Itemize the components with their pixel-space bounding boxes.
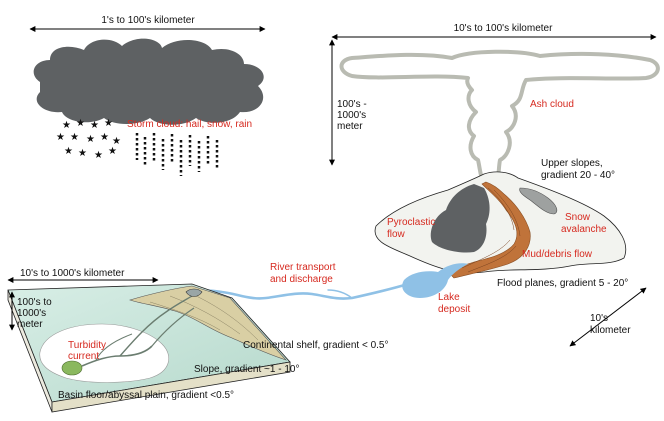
distance-scale-arrow bbox=[569, 287, 647, 347]
snow-line-1: Snow bbox=[565, 212, 591, 223]
continental-shelf-label: Continental shelf, gradient < 0.5° bbox=[243, 340, 389, 351]
svg-text:★: ★ bbox=[56, 132, 65, 143]
svg-text:★: ★ bbox=[70, 132, 79, 143]
svg-text:★: ★ bbox=[86, 134, 95, 145]
basin-depth-line-2: 1000's bbox=[17, 308, 47, 319]
distance-line-2: kilometer bbox=[590, 325, 631, 336]
basin-side-face bbox=[51, 361, 291, 413]
turbidity-line-2: current bbox=[68, 351, 100, 362]
pyroclastic-line-2: flow bbox=[387, 229, 405, 240]
lake-line-2: deposit bbox=[438, 304, 471, 315]
svg-text:★: ★ bbox=[108, 146, 117, 157]
svg-text:★: ★ bbox=[78, 148, 87, 159]
pyroclastic-flow bbox=[430, 184, 490, 253]
basin-depth-line-3: meter bbox=[17, 319, 43, 330]
height-scale-line-3: meter bbox=[337, 121, 363, 132]
svg-text:★: ★ bbox=[76, 118, 85, 129]
lake-line-1: Lake bbox=[438, 292, 460, 303]
hail-icon: ★★★★ ★★★★★ ★★★★ bbox=[56, 118, 121, 161]
height-scale-line-2: 1000's bbox=[337, 110, 367, 121]
mud-debris-flow bbox=[447, 181, 531, 279]
river-line-2: and discharge bbox=[270, 274, 333, 285]
mud-flow-texture bbox=[461, 187, 521, 273]
ash-cloud-label: Ash cloud bbox=[530, 99, 574, 110]
storm-cloud-label: Storm cloud: hail, snow, rain bbox=[127, 119, 253, 130]
basin-width-label: 10's to 1000's kilometer bbox=[20, 268, 125, 279]
svg-text:★: ★ bbox=[112, 136, 121, 147]
storm-cloud bbox=[33, 38, 264, 125]
ash-cloud bbox=[339, 49, 660, 186]
svg-text:★: ★ bbox=[64, 146, 73, 157]
snow-avalanche bbox=[519, 187, 558, 215]
lake-deposit bbox=[402, 263, 468, 298]
flood-planes-label: Flood planes, gradient 5 - 20° bbox=[497, 278, 629, 289]
river-channel bbox=[190, 282, 410, 300]
rain-icon bbox=[135, 133, 219, 176]
distance-line-1: 10's bbox=[590, 313, 609, 324]
ash-scale-label: 10's to 100's kilometer bbox=[453, 23, 553, 34]
svg-text:★: ★ bbox=[62, 120, 71, 131]
mud-debris-label: Mud/debris flow bbox=[522, 249, 593, 260]
pyroclastic-line-1: Pyroclastic bbox=[387, 217, 436, 228]
river-line-1: River transport bbox=[270, 262, 336, 273]
svg-text:★: ★ bbox=[94, 150, 103, 161]
basin-depth-line-1: 100's to bbox=[17, 297, 52, 308]
river-tributary bbox=[327, 289, 353, 299]
height-scale-line-1: 100's - bbox=[337, 99, 367, 110]
svg-text:★: ★ bbox=[100, 132, 109, 143]
turbidity-current bbox=[61, 291, 199, 376]
svg-text:★: ★ bbox=[104, 118, 113, 129]
upper-slopes-line-1: Upper slopes, bbox=[541, 158, 603, 169]
land-slope bbox=[129, 285, 287, 361]
upper-slopes-line-2: gradient 20 - 40° bbox=[541, 170, 616, 181]
basin-floor-label: Basin floor/abyssal plain, gradient <0.5… bbox=[58, 390, 235, 401]
storm-scale-label: 1's to 100's kilometer bbox=[101, 15, 195, 26]
slope-label: Slope, gradient ~1 - 10° bbox=[194, 364, 300, 375]
snow-line-2: avalanche bbox=[561, 224, 607, 235]
turbidity-line-1: Turbidity bbox=[68, 340, 106, 351]
river-mouth-delta bbox=[185, 288, 203, 297]
svg-text:★: ★ bbox=[90, 120, 99, 131]
